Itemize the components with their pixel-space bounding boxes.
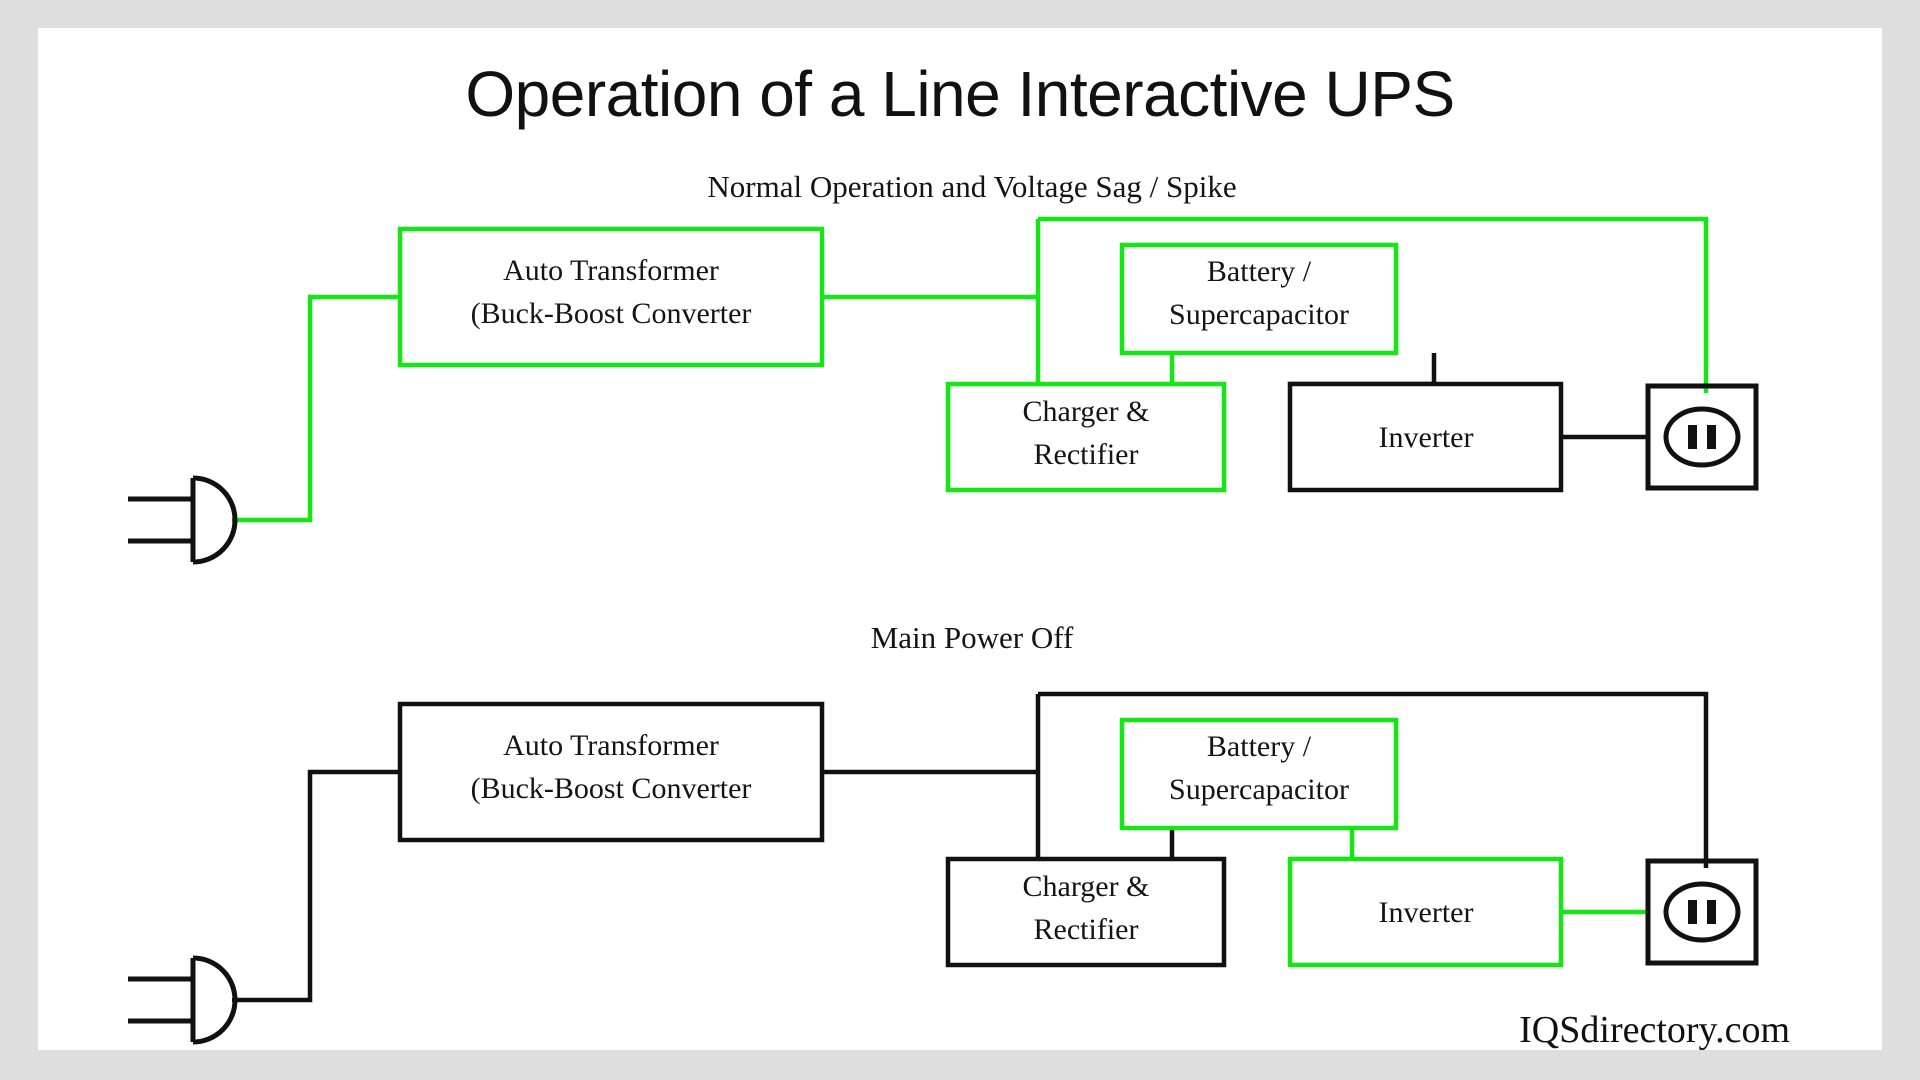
block-inverter-off-rect bbox=[1287, 856, 1564, 968]
block-battery-normal[interactable]: Battery / Supercapacitor bbox=[1119, 242, 1399, 356]
block-auto-transformer-normal-line1: Auto Transformer bbox=[503, 254, 719, 287]
block-inverter-normal-label: Inverter bbox=[1379, 421, 1474, 454]
block-auto-transformer-normal-rect bbox=[397, 226, 825, 368]
diagram-subtitle-normal: Normal Operation and Voltage Sag / Spike bbox=[707, 169, 1236, 204]
power-outlet-icon bbox=[1645, 383, 1759, 491]
wire-plug-to-transformer-off bbox=[232, 769, 400, 1003]
block-auto-transformer-normal-line2: (Buck-Boost Converter bbox=[471, 297, 752, 330]
diagram-subtitle-power-off: Main Power Off bbox=[871, 620, 1074, 655]
diagram-normal-operation: Normal Operation and Voltage Sag / Spike… bbox=[128, 169, 1759, 565]
block-battery-off[interactable]: Battery / Supercapacitor bbox=[1119, 717, 1399, 831]
block-battery-off-line2: Supercapacitor bbox=[1169, 773, 1349, 806]
block-charger-rectifier-normal[interactable]: Charger & Rectifier bbox=[945, 381, 1227, 493]
block-inverter-off-label: Inverter bbox=[1379, 896, 1474, 929]
block-auto-transformer-off-rect bbox=[397, 701, 825, 843]
wire-bus-top-to-outlet-off bbox=[1038, 691, 1709, 868]
diagram-main-power-off: Main Power Off Auto Transformer (Buck-Bo… bbox=[128, 620, 1759, 1045]
wire-bus-top-to-outlet-normal bbox=[1038, 216, 1709, 393]
block-charger-rectifier-off[interactable]: Charger & Rectifier bbox=[945, 856, 1227, 968]
block-auto-transformer-normal[interactable]: Auto Transformer (Buck-Boost Converter bbox=[397, 226, 825, 368]
power-plug-icon bbox=[128, 475, 238, 565]
block-auto-transformer-off-line1: Auto Transformer bbox=[503, 729, 719, 762]
page-title: Operation of a Line Interactive UPS bbox=[465, 58, 1454, 130]
block-charger-rectifier-normal-line2: Rectifier bbox=[1034, 438, 1139, 471]
block-charger-rectifier-off-rect bbox=[945, 856, 1227, 968]
block-charger-rectifier-off-line1: Charger & bbox=[1023, 870, 1150, 903]
block-inverter-normal-rect bbox=[1287, 381, 1564, 493]
block-charger-rectifier-off-line2: Rectifier bbox=[1034, 913, 1139, 946]
block-inverter-normal[interactable]: Inverter bbox=[1287, 381, 1564, 493]
block-battery-normal-line2: Supercapacitor bbox=[1169, 298, 1349, 331]
wire-battery-to-inverter-off bbox=[1290, 828, 1355, 862]
block-battery-off-line1: Battery / bbox=[1207, 730, 1312, 763]
block-auto-transformer-off[interactable]: Auto Transformer (Buck-Boost Converter bbox=[397, 701, 825, 843]
block-auto-transformer-off-line2: (Buck-Boost Converter bbox=[471, 772, 752, 805]
watermark: IQSdirectory.com bbox=[1519, 1009, 1790, 1051]
block-charger-rectifier-normal-rect bbox=[945, 381, 1227, 493]
wire-battery-to-inverter-normal bbox=[1290, 353, 1437, 387]
block-inverter-off[interactable]: Inverter bbox=[1287, 856, 1564, 968]
power-outlet-icon bbox=[1645, 858, 1759, 966]
block-battery-normal-rect bbox=[1119, 242, 1399, 356]
power-plug-icon bbox=[128, 955, 238, 1045]
block-battery-normal-line1: Battery / bbox=[1207, 255, 1312, 288]
wire-plug-to-transformer-normal bbox=[232, 294, 400, 523]
block-battery-off-rect bbox=[1119, 717, 1399, 831]
block-charger-rectifier-normal-line1: Charger & bbox=[1023, 395, 1150, 428]
